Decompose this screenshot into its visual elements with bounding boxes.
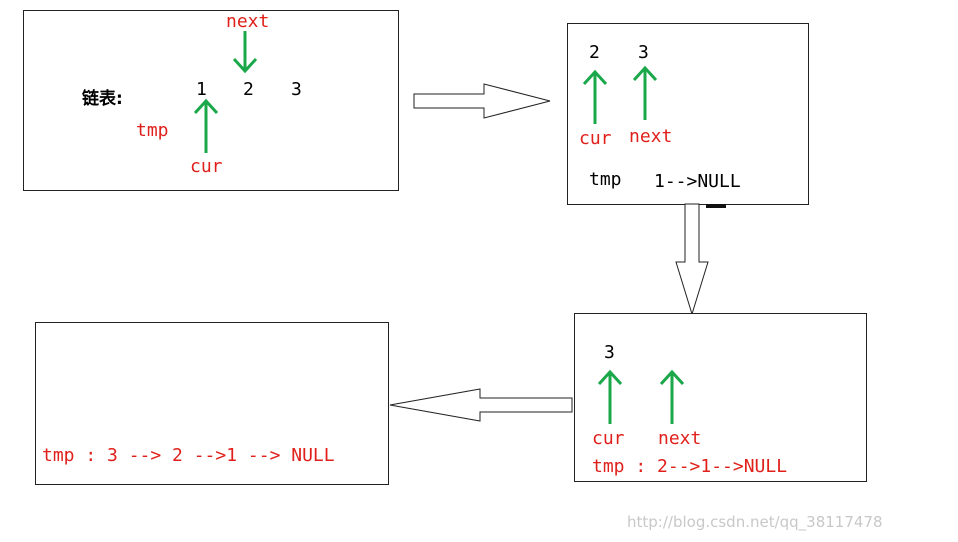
- next-pointer-label: next: [629, 126, 673, 147]
- flow-arrow-right: [413, 83, 551, 119]
- cur-pointer-label: cur: [592, 428, 625, 449]
- next-pointer-label: next: [658, 428, 702, 449]
- flow-arrow-left: [389, 388, 573, 422]
- next-pointer-up-arrow: [632, 65, 658, 120]
- panel-step-2: 3 cur next tmp : 2-->1-->NULL: [574, 313, 867, 482]
- tmp-label: tmp: [136, 120, 169, 141]
- watermark: http://blog.csdn.net/qq_38117478: [627, 513, 883, 531]
- node-2: 2: [243, 79, 254, 100]
- tmp-list-text: tmp : 3 --> 2 -->1 --> NULL: [42, 445, 335, 466]
- cur-pointer-label: cur: [190, 156, 223, 177]
- panel-result: tmp : 3 --> 2 -->1 --> NULL: [35, 322, 389, 485]
- cur-pointer-up-arrow: [582, 69, 608, 124]
- next-pointer-up-arrow: [659, 369, 685, 424]
- tmp-list-text: tmp : 2-->1-->NULL: [592, 456, 788, 477]
- cur-pointer-up-arrow: [193, 98, 219, 153]
- tmp-label: tmp: [589, 169, 622, 190]
- mark: [706, 204, 726, 208]
- node-3: 3: [638, 42, 649, 63]
- next-pointer-label: next: [226, 11, 270, 32]
- linked-list-label: 链表:: [82, 89, 123, 109]
- node-1: 1: [196, 79, 207, 100]
- cur-pointer-label: cur: [579, 128, 612, 149]
- flow-arrow-down: [675, 203, 709, 316]
- tmp-value: 1-->NULL: [654, 171, 741, 192]
- cur-pointer-up-arrow: [597, 369, 623, 424]
- next-pointer-down-arrow: [232, 31, 258, 74]
- panel-initial-list: next 链表: 1 2 3 tmp cur: [23, 10, 399, 191]
- node-3: 3: [291, 79, 302, 100]
- panel-step-1: 2 3 cur next tmp 1-->NULL: [567, 23, 809, 205]
- node-2: 2: [589, 42, 600, 63]
- node-3: 3: [604, 342, 615, 363]
